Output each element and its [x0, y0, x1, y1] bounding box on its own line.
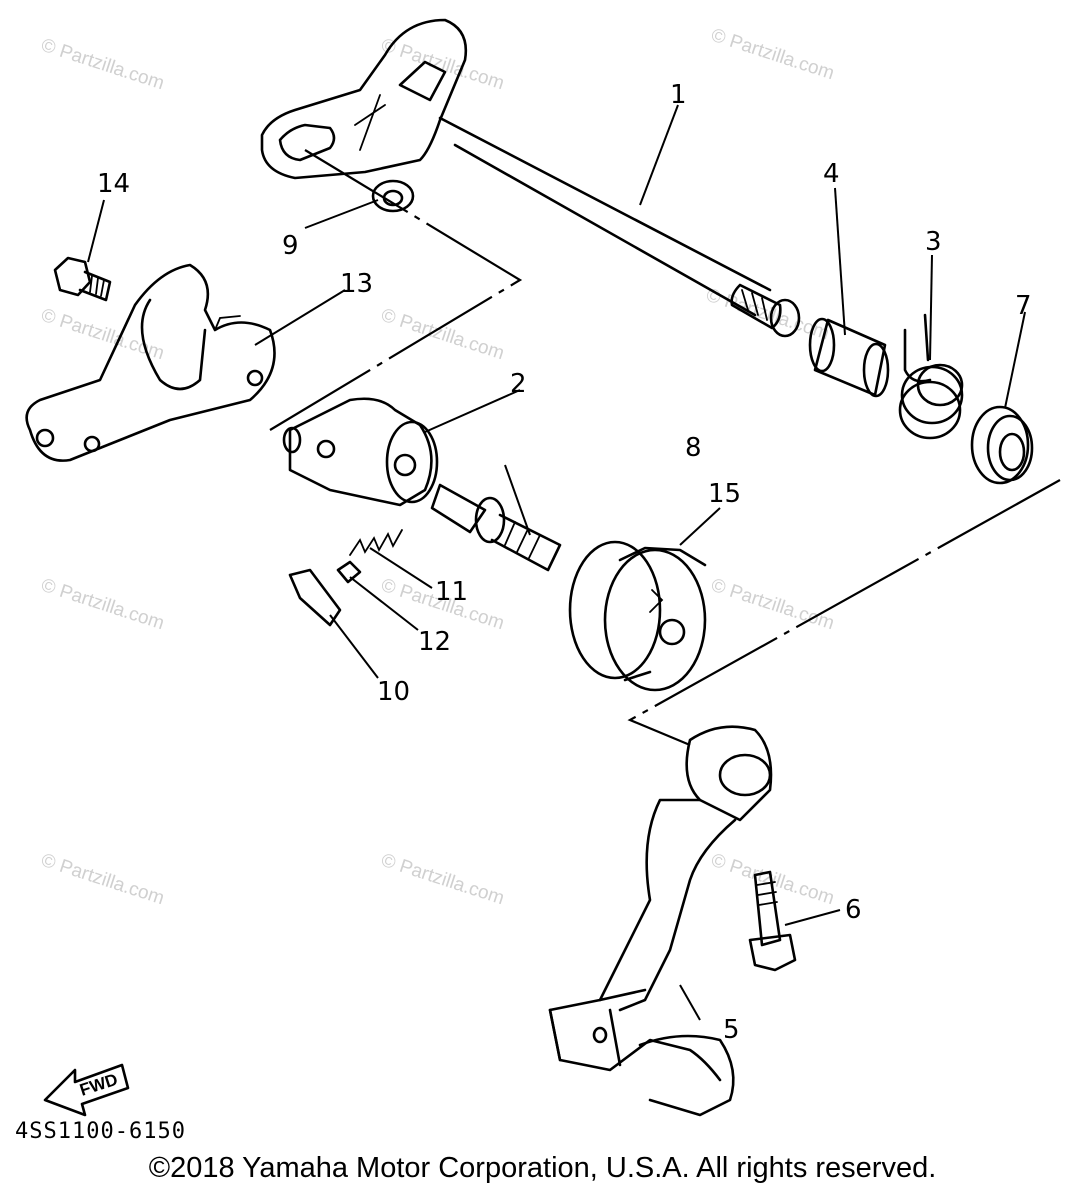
callout-4: 4 — [823, 159, 840, 189]
watermark: © Partzilla.com — [708, 25, 836, 85]
callout-15: 15 — [708, 479, 741, 509]
callout-8: 8 — [685, 433, 702, 463]
shift-pedal — [548, 725, 773, 1117]
callout-6: 6 — [845, 895, 862, 925]
guide-plate — [288, 568, 342, 627]
callout-9: 9 — [282, 231, 299, 261]
shift-shaft — [260, 18, 801, 338]
callout-2: 2 — [510, 369, 527, 399]
bolt-14 — [53, 256, 112, 302]
fwd-arrow-icon: FWD — [43, 1063, 130, 1117]
watermark: © Partzilla.com — [378, 35, 506, 95]
callout-13: 13 — [340, 269, 373, 299]
watermark: © Partzilla.com — [378, 305, 506, 365]
torsion-spring — [898, 313, 964, 440]
callout-10: 10 — [377, 677, 410, 707]
callout-1: 1 — [670, 80, 687, 110]
stopper-bolt — [430, 483, 562, 572]
diagram-code: 4SS1100-6150 — [15, 1119, 186, 1144]
copyright-notice: ©2018 Yamaha Motor Corporation, U.S.A. A… — [148, 1152, 937, 1184]
pin — [336, 560, 362, 584]
callout-12: 12 — [418, 627, 451, 657]
callout-3: 3 — [925, 227, 942, 257]
pedal-bolt — [748, 870, 797, 972]
detent-spring — [349, 529, 403, 556]
callout-11: 11 — [435, 577, 468, 607]
watermark: © Partzilla.com — [38, 850, 166, 910]
callout-14: 14 — [97, 169, 130, 199]
watermark: © Partzilla.com — [703, 285, 831, 345]
watermark: © Partzilla.com — [708, 575, 836, 635]
assembly-guide-lines — [269, 149, 1061, 747]
shift-segment — [282, 397, 439, 507]
watermark: © Partzilla.com — [38, 35, 166, 95]
watermark: © Partzilla.com — [708, 850, 836, 910]
leader-lines — [87, 104, 1026, 1021]
oil-seal — [970, 405, 1034, 485]
stopper-plate — [25, 263, 276, 462]
callout-labels: 1 2 3 4 5 6 7 8 9 10 11 12 13 14 15 — [97, 80, 1032, 1045]
cam-wheel — [568, 540, 707, 692]
watermark: © Partzilla.com — [378, 850, 506, 910]
washer — [371, 179, 415, 213]
collar — [808, 317, 890, 398]
watermark: © Partzilla.com — [38, 575, 166, 635]
callout-7: 7 — [1015, 291, 1032, 321]
fwd-label: FWD — [77, 1070, 120, 1100]
callout-5: 5 — [723, 1015, 740, 1045]
